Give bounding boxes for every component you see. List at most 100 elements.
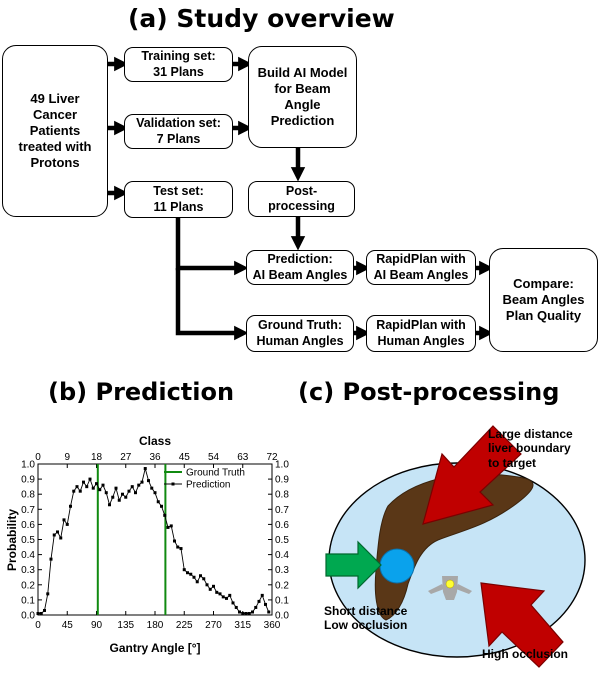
validation-set-box: Validation set: 7 Plans (124, 114, 233, 149)
y-tick-label-right: 0.5 (275, 535, 289, 546)
y-tick-label-left: 0.2 (21, 580, 35, 591)
patients-box: 49 Liver Cancer Patients treated with Pr… (2, 45, 108, 217)
prediction-point (114, 486, 118, 490)
top-tick-label: 18 (91, 452, 103, 463)
prediction-point (260, 593, 264, 597)
y-tick-label-right: 0.1 (275, 595, 289, 606)
prediction-point (238, 610, 241, 614)
chart-y-axis-label: Probability (5, 509, 19, 571)
chart-top-axis-label: Class (139, 434, 171, 448)
prediction-point (199, 574, 202, 578)
y-tick-label-left: 0.5 (21, 535, 35, 546)
y-tick-label-right: 0.0 (275, 611, 289, 622)
large-distance-label: Large distance liver boundary to target (488, 427, 573, 470)
top-tick-label: 63 (237, 452, 249, 463)
build-model-box: Build AI Model for Beam Angle Prediction (248, 46, 357, 148)
prediction-point (143, 467, 147, 471)
y-tick-label-left: 0.3 (21, 565, 35, 576)
prediction-point (163, 513, 167, 517)
y-tick-label-right: 0.6 (275, 520, 289, 531)
y-tick-label-left: 1.0 (21, 460, 35, 471)
prediction-point (36, 611, 40, 615)
y-tick-label-left: 0.1 (21, 595, 35, 606)
prediction-point (234, 605, 238, 609)
liver-icon (374, 473, 534, 621)
red-arrow-icon (422, 425, 522, 525)
panel-c-title: (c) Post-processing (298, 378, 560, 406)
y-tick-label-left: 0.0 (21, 611, 35, 622)
prediction-point (228, 593, 232, 597)
rapidplan-human-box: RapidPlan with Human Angles (366, 315, 476, 352)
prediction-point (153, 491, 157, 495)
short-distance-label: Short distance Low occlusion (324, 604, 408, 633)
prediction-point (189, 572, 193, 576)
chart-frame (37, 463, 273, 616)
top-tick-label: 27 (120, 452, 132, 463)
prediction-point (75, 485, 79, 489)
prediction-point (124, 495, 128, 499)
x-tick-label: 270 (205, 620, 222, 631)
y-tick-label-left: 0.7 (21, 505, 35, 516)
y-tick-label-right: 0.7 (275, 505, 289, 516)
prediction-point (72, 489, 76, 493)
arrow-test-groundtruth (175, 268, 249, 341)
x-tick-label: 0 (35, 620, 41, 631)
top-tick-label: 72 (266, 452, 278, 463)
y-tick-label-right: 0.2 (275, 580, 289, 591)
prediction-point (69, 504, 72, 508)
prediction-point (65, 522, 69, 526)
prediction-point (78, 489, 82, 493)
prediction-point (218, 592, 222, 596)
legend-prediction-marker (171, 482, 175, 486)
prediction-point (49, 557, 53, 561)
y-tick-label-right: 0.3 (275, 565, 289, 576)
prediction-point (179, 547, 183, 551)
prediction-point (104, 491, 108, 495)
y-tick-label-left: 0.8 (21, 490, 35, 501)
prediction-point (85, 485, 89, 489)
prediction-point (247, 611, 251, 615)
prediction-point (46, 592, 50, 596)
chart-x-axis-label: Gantry Angle [°] (109, 641, 200, 655)
prediction-point (134, 491, 137, 495)
y-tick-label-left: 0.6 (21, 520, 35, 531)
y-tick-label-right: 0.9 (275, 475, 289, 486)
green-arrow-icon (325, 540, 382, 590)
prediction-point (130, 485, 134, 489)
post-processing-box: Post- processing (248, 181, 355, 217)
prediction-point (267, 610, 271, 614)
y-tick-label-right: 0.8 (275, 490, 289, 501)
prediction-point (241, 611, 245, 615)
prediction-point (127, 489, 131, 493)
red-arrow-icon (480, 582, 564, 668)
panel-b-title: (b) Prediction (48, 378, 235, 406)
prediction-point (212, 584, 215, 588)
prediction-point (169, 524, 173, 528)
prediction-point (264, 602, 267, 606)
panel-a-title: (a) Study overview (128, 4, 395, 33)
prediction-point (182, 568, 186, 572)
top-tick-label: 9 (64, 452, 70, 463)
prediction-point (257, 599, 261, 603)
top-tick-label: 36 (149, 452, 161, 463)
top-tick-label: 45 (179, 452, 191, 463)
compare-box: Compare: Beam Angles Plan Quality (489, 248, 598, 352)
x-tick-label: 45 (62, 620, 74, 631)
prediction-point (244, 611, 248, 615)
y-tick-label-left: 0.9 (21, 475, 35, 486)
prediction-point (62, 518, 66, 522)
prediction-point (43, 608, 46, 612)
training-set-box: Training set: 31 Plans (124, 47, 233, 82)
x-tick-label: 135 (117, 620, 134, 631)
prediction-point (101, 483, 105, 487)
prediction-point (192, 575, 196, 579)
arrow-test-prediction (175, 218, 249, 276)
prediction-point (208, 587, 212, 591)
prediction-point (231, 601, 235, 605)
prediction-point (160, 504, 163, 508)
prediction-point (52, 533, 56, 537)
prediction-point (137, 483, 141, 487)
rapidplan-ai-box: RapidPlan with AI Beam Angles (366, 250, 476, 285)
prediction-point (98, 488, 102, 492)
